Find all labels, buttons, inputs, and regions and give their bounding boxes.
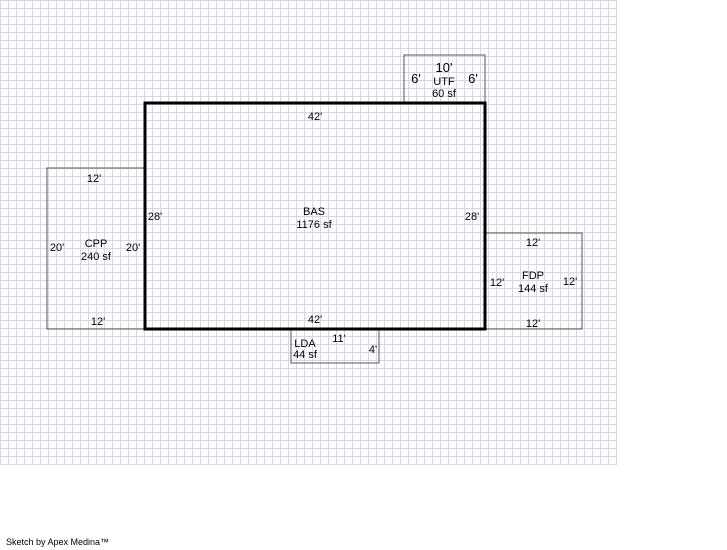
bas-left-dimension: 28': [148, 211, 162, 223]
sketch-footer-credit: Sketch by Apex Medina™: [6, 537, 110, 547]
utf-right-dimension: 6': [468, 71, 478, 86]
cpp-area-label: 240 sf: [81, 251, 112, 263]
utf-area-label: 60 sf: [432, 88, 457, 100]
bas-bottom-dimension: 42': [308, 314, 322, 326]
utf-left-dimension: 6': [411, 71, 421, 86]
cpp-left-dimension: 20': [50, 242, 64, 254]
lda-code-label: LDA: [294, 338, 316, 350]
fdp-area-label: 144 sf: [518, 283, 549, 295]
fdp-top-dimension: 12': [526, 237, 540, 249]
bas-right-dimension: 28': [465, 211, 479, 223]
fdp-bottom-dimension: 12': [526, 318, 540, 330]
lda-right-dimension: 4': [369, 344, 377, 356]
cpp-code-label: CPP: [85, 238, 108, 250]
bas-top-dimension: 42': [308, 111, 322, 123]
utf-top-dimension: 10': [436, 60, 453, 75]
lda-top-dimension: 11': [332, 333, 346, 345]
cpp-right-dimension: 20': [126, 242, 140, 254]
bas-area-label: 1176 sf: [296, 219, 332, 231]
lda-area-label: 44 sf: [293, 349, 318, 361]
fdp-code-label: FDP: [522, 270, 544, 282]
utf-code-label: UTF: [433, 76, 455, 88]
cpp-top-dimension: 12': [87, 173, 101, 185]
bas-code-label: BAS: [303, 206, 325, 218]
fdp-left-dimension: 12': [490, 277, 504, 289]
sketch-canvas: [0, 0, 617, 465]
fdp-right-dimension: 12': [563, 276, 577, 288]
cpp-bottom-dimension: 12': [91, 316, 105, 328]
bas-outline: [143, 101, 487, 331]
